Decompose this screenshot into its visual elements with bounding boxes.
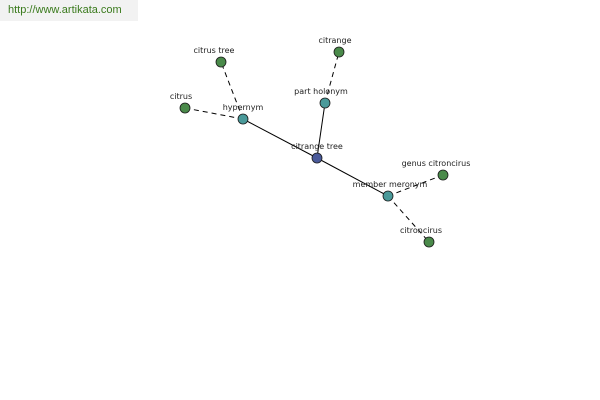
node-label-part-holonym: part holonym: [294, 87, 348, 96]
node-citroncirus[interactable]: citroncirus: [400, 226, 442, 248]
node-label-center: citrange tree: [291, 142, 343, 151]
node-label-hypernym: hypernym: [223, 103, 264, 112]
node-marker-member-meronym[interactable]: [382, 190, 394, 202]
node-member-meronym[interactable]: member meronym: [353, 180, 428, 202]
edges-layer: [184, 51, 444, 243]
nodes-layer: citrange tree hypernym part holonym member …: [170, 36, 471, 248]
node-marker-citroncirus[interactable]: [423, 236, 435, 248]
node-label-member-meronym: member meronym: [353, 180, 428, 189]
node-label-citrus: citrus: [170, 92, 192, 101]
source-url: http://www.artikata.com: [8, 4, 122, 16]
node-center[interactable]: citrange tree: [291, 142, 343, 164]
node-marker-hypernym[interactable]: [237, 113, 249, 125]
node-marker-citrus[interactable]: [179, 102, 191, 114]
node-label-citrus-tree: citrus tree: [194, 46, 235, 55]
node-marker-citrange[interactable]: [333, 46, 345, 58]
node-marker-center[interactable]: [311, 152, 323, 164]
source-url-banner: http://www.artikata.com: [0, 0, 138, 21]
node-label-citroncirus: citroncirus: [400, 226, 442, 235]
node-citrange[interactable]: citrange: [318, 36, 352, 58]
edge-member-meronym-to-citroncirus: [387, 195, 430, 243]
node-genus-citroncirus[interactable]: genus citroncirus: [402, 159, 471, 181]
edge-center-to-hypernym: [242, 118, 318, 159]
node-citrus[interactable]: citrus: [170, 92, 192, 114]
edge-hypernym-to-citrus-tree: [220, 61, 244, 120]
node-label-citrange: citrange: [318, 36, 351, 45]
edge-center-to-member-meronym: [316, 157, 389, 197]
node-marker-citrus-tree[interactable]: [215, 56, 227, 68]
edge-center-to-part-holonym: [316, 102, 326, 159]
edge-hypernym-to-citrus: [184, 107, 244, 120]
node-label-genus-citroncirus: genus citroncirus: [402, 159, 471, 168]
node-part-holonym[interactable]: part holonym: [294, 87, 348, 109]
node-marker-genus-citroncirus[interactable]: [437, 169, 449, 181]
node-marker-part-holonym[interactable]: [319, 97, 331, 109]
node-hypernym[interactable]: hypernym: [223, 103, 264, 125]
edge-member-meronym-to-genus-citroncirus: [387, 174, 444, 197]
node-citrus-tree[interactable]: citrus tree: [194, 46, 235, 68]
